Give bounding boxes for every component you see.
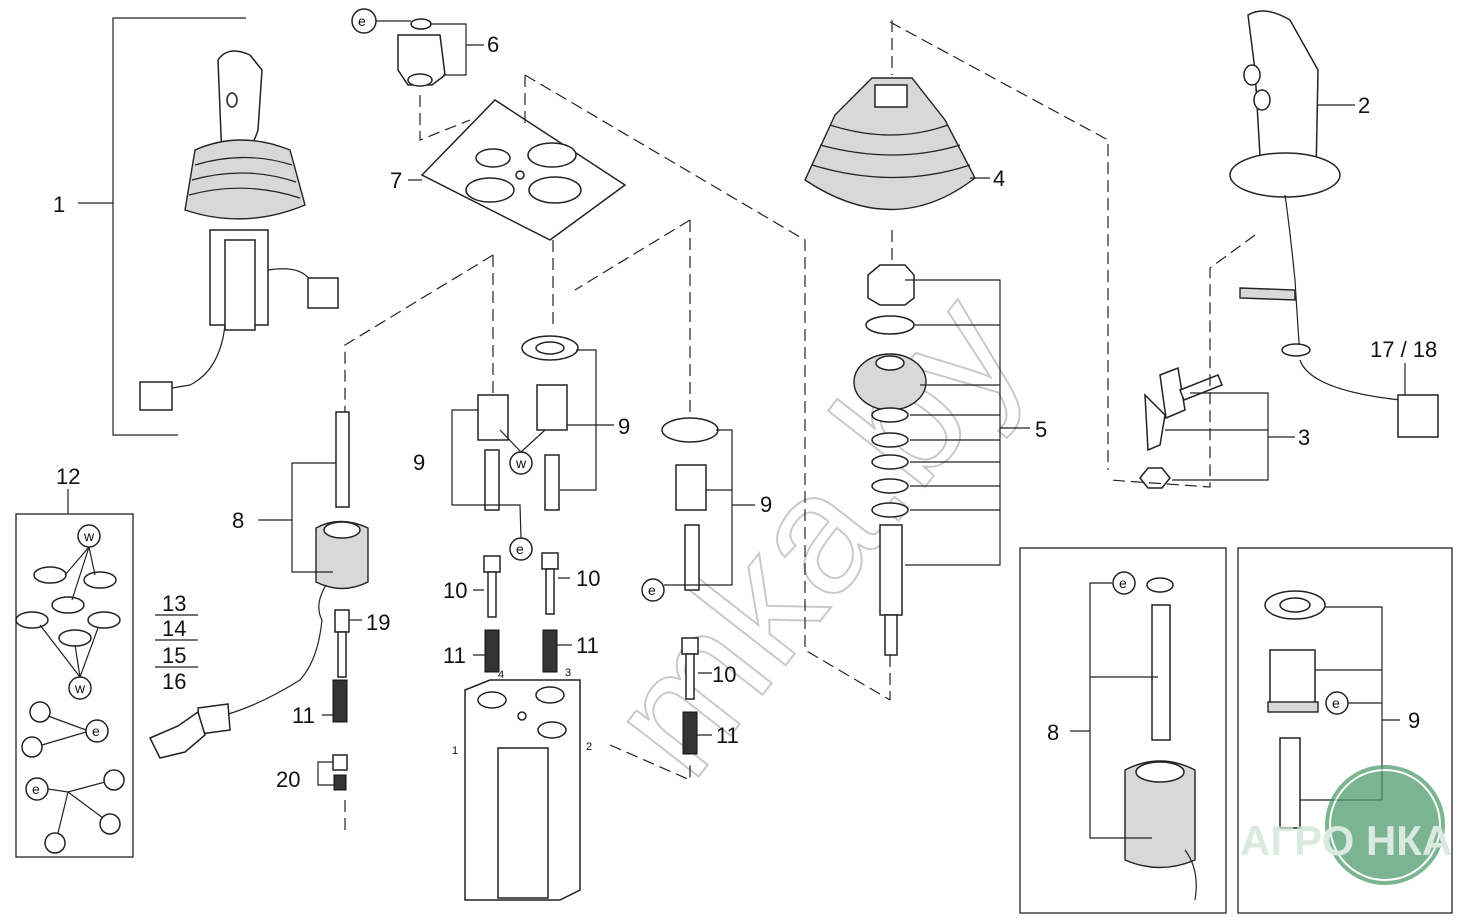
callout-8-box: 8 [1047,720,1059,745]
part-2-handle [1229,10,1439,438]
callout-9b: 9 [413,450,425,475]
svg-text:w: w [74,680,86,696]
callout-16: 16 [162,669,186,694]
callout-17-18: 17 / 18 [1370,337,1437,362]
callout-15: 15 [162,643,186,668]
callout-9-box: 9 [1408,708,1420,733]
circle-e: e [358,13,366,29]
box-right-8: e [1019,547,1227,914]
port-4: 4 [498,669,504,681]
callout-14: 14 [162,616,186,641]
logo-text: АГРО НКА [1240,817,1452,864]
part-3-fitting [1109,234,1295,489]
valve-body: 4 3 1 2 [452,667,592,901]
part-5-pivot-stack [853,264,1030,656]
callout-4: 4 [993,166,1005,191]
callout-8: 8 [232,508,244,533]
callout-11a: 11 [443,643,466,668]
watermark-text: mka.by [571,260,1058,809]
circle-w: w [515,455,527,471]
port-3: 3 [565,667,571,679]
callout-12: 12 [56,464,80,489]
callout-19: 19 [366,610,390,635]
port-2: 2 [586,741,592,753]
callout-2: 2 [1358,93,1370,118]
bolts-and-springs [322,552,712,755]
callout-11d: 11 [292,703,315,728]
box-12-kit: w w e e [15,489,134,858]
callout-10c: 10 [712,662,736,687]
circle-e: e [516,541,524,557]
svg-text:w: w [83,528,95,544]
callout-10b: 10 [576,566,600,591]
svg-text:e: e [92,723,100,739]
agronka-logo: АГРО НКА [1240,765,1452,885]
callout-6: 6 [487,32,499,57]
svg-text:e: e [1119,575,1127,591]
callout-3: 3 [1298,425,1310,450]
callout-20: 20 [276,767,300,792]
part-8-sensor [148,411,369,791]
part-1-joystick-assembly [78,17,339,436]
callout-5: 5 [1035,417,1047,442]
callout-9c: 9 [760,492,772,517]
callouts-13-16 [155,614,198,668]
svg-text:e: e [1332,695,1340,711]
svg-text:e: e [32,781,40,797]
callout-11c: 11 [716,723,739,748]
callout-10a: 10 [443,578,467,603]
callout-11b: 11 [576,633,599,658]
port-1: 1 [452,745,458,757]
circle-e: e [648,582,656,598]
callout-13: 13 [162,591,186,616]
callout-9a: 9 [618,414,630,439]
box-right-9: e [1237,547,1453,914]
part-6-bracket: e [351,8,484,87]
part-4-rubber-boot [804,77,990,211]
callout-7: 7 [390,168,402,193]
callout-1: 1 [53,192,65,217]
part-9-valves: w e e [451,335,755,602]
part-7-plate [408,95,627,241]
